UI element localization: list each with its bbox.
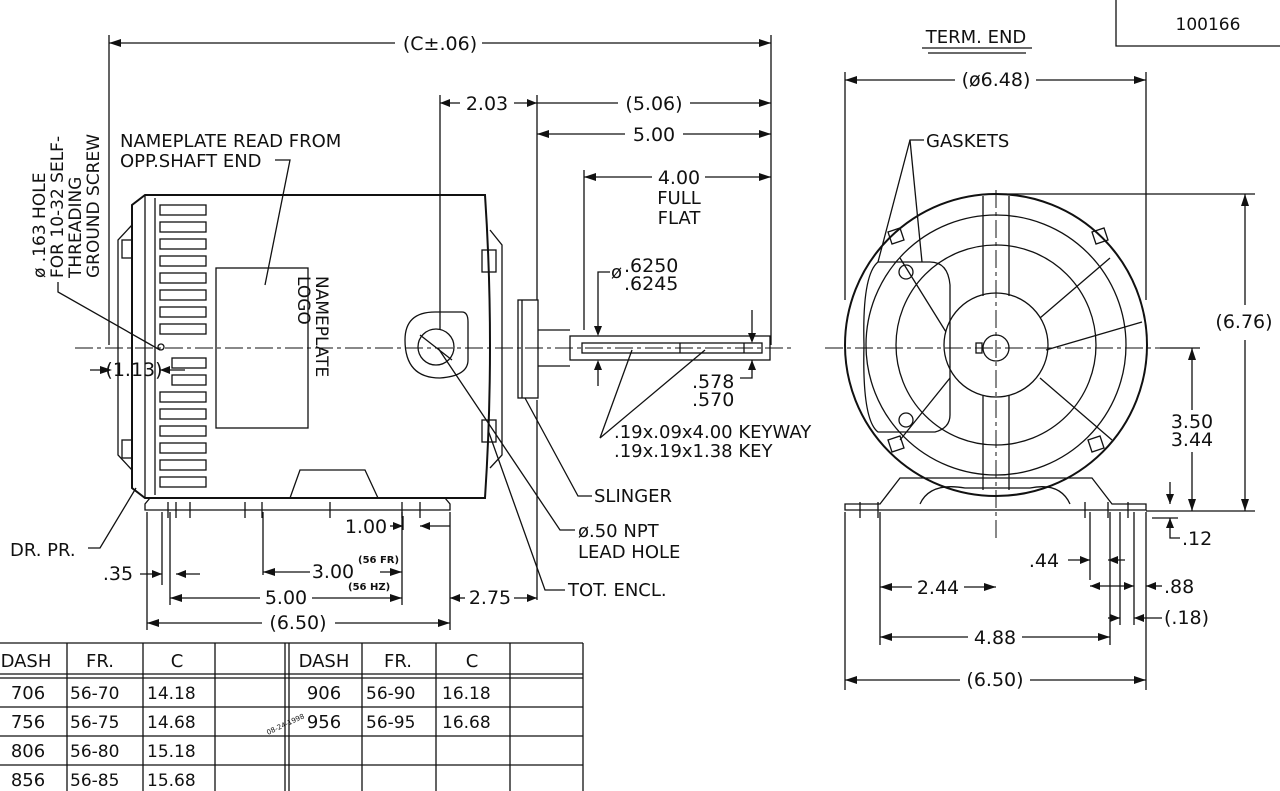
table-cell: 56-85 xyxy=(70,771,119,791)
dim-6-50: (6.50) xyxy=(966,669,1023,691)
shaft xyxy=(569,335,771,361)
ground-note-line2: FOR 10-32 SELF- xyxy=(48,136,68,278)
table-cell: 906 xyxy=(307,683,341,704)
table-header-fr-left: FR. xyxy=(86,651,114,672)
keyway-line2: .19x.19x1.38 KEY xyxy=(614,441,774,462)
dim-3-44: 3.44 xyxy=(1171,429,1213,451)
table-cell: 56-90 xyxy=(366,684,415,704)
drawing-number: 100166 xyxy=(1176,15,1241,35)
dim-2-75: 2.75 xyxy=(469,587,511,609)
terminal-box xyxy=(863,261,951,433)
table-cell: 14.68 xyxy=(147,713,196,733)
nameplate-label: NAMEPLATE xyxy=(311,276,331,377)
ground-note-line1: ø .163 HOLE xyxy=(30,173,50,278)
table-cell: 16.68 xyxy=(442,713,491,733)
motor-base xyxy=(144,469,451,518)
dr-pr-label: DR. PR. xyxy=(10,540,76,561)
shaft-dia-top: .6250 xyxy=(624,255,678,277)
dim-12: .12 xyxy=(1182,528,1212,550)
dim-overall-length: (C±.06) xyxy=(403,33,477,55)
end-view: TERM. END GASKETS xyxy=(825,27,1273,691)
table-cell: 706 xyxy=(11,683,45,704)
dim-2-44: 2.44 xyxy=(917,577,959,599)
side-view: NAMEPLATE LOGO xyxy=(10,33,812,634)
npt-line2: LEAD HOLE xyxy=(578,542,680,563)
dim-35: .35 xyxy=(103,563,133,585)
table-cell: 16.18 xyxy=(442,684,491,704)
table-cell: 15.68 xyxy=(147,771,196,791)
slinger-label: SLINGER xyxy=(594,486,672,507)
dim-44: .44 xyxy=(1029,550,1059,572)
shaft-dia-symbol: ø xyxy=(611,262,622,283)
ground-note-line4: GROUND SCREW xyxy=(84,134,104,278)
dim-4-00: 4.00 xyxy=(658,167,700,189)
table-cell: 56-75 xyxy=(70,713,119,733)
dim-2-03: 2.03 xyxy=(466,93,508,115)
dim-18: (.18) xyxy=(1164,607,1209,629)
note-56-fr: (56 FR) xyxy=(358,555,399,566)
tot-encl-label: TOT. ENCL. xyxy=(567,580,667,601)
table-header-dash-left: DASH xyxy=(1,651,52,672)
dim-88: .88 xyxy=(1164,576,1194,598)
table-cell: 56-70 xyxy=(70,684,119,704)
term-end-title: TERM. END xyxy=(925,27,1027,48)
table-cell: 56-80 xyxy=(70,742,119,762)
nameplate xyxy=(215,267,309,429)
dim-1-00: 1.00 xyxy=(345,516,387,538)
dim-1-13: (1.13) xyxy=(105,359,162,381)
table-cell: 956 xyxy=(307,712,341,733)
cooling-fins xyxy=(159,204,207,488)
shaft-dia-bottom: .6245 xyxy=(624,273,678,295)
keyway-line1: .19x.09x4.00 KEYWAY xyxy=(614,422,812,443)
gaskets-label: GASKETS xyxy=(926,131,1009,152)
dim-3-00: 3.00 xyxy=(312,561,354,583)
dim-5-00-shaft: 5.00 xyxy=(633,124,675,146)
dim-5-00-base: 5.00 xyxy=(265,587,307,609)
table-header-fr-right: FR. xyxy=(384,651,412,672)
table-cell: 56-95 xyxy=(366,713,415,733)
logo-label: LOGO xyxy=(293,276,313,325)
key-height-top: .578 xyxy=(692,371,734,393)
dash-table: DASH FR. C DASH FR. C 706 56-70 14.18 75… xyxy=(0,642,584,791)
table-header-dash-right: DASH xyxy=(299,651,350,672)
drawing-number-box: 100166 xyxy=(1115,0,1280,47)
ground-note-line3: THREADING xyxy=(66,177,86,279)
nameplate-note-line2: OPP.SHAFT END xyxy=(120,151,262,172)
table-cell: 15.18 xyxy=(147,742,196,762)
table-header-c-right: C xyxy=(466,651,479,672)
table-header-c-left: C xyxy=(171,651,184,672)
note-56-hz: (56 HZ) xyxy=(348,582,390,593)
table-cell: 856 xyxy=(11,770,45,791)
key-height-bottom: .570 xyxy=(692,389,734,411)
dim-6-76: (6.76) xyxy=(1215,311,1272,333)
dim-4-88: 4.88 xyxy=(974,627,1016,649)
npt-line1: ø.50 NPT xyxy=(578,521,660,542)
table-cell: 806 xyxy=(11,741,45,762)
conduit-box xyxy=(404,311,469,379)
table-cell: 14.18 xyxy=(147,684,196,704)
nameplate-note-line1: NAMEPLATE READ FROM xyxy=(120,131,341,152)
dim-dia: (ø6.48) xyxy=(962,69,1031,91)
dim-3-50: 3.50 xyxy=(1171,411,1213,433)
dim-5-06: (5.06) xyxy=(625,93,682,115)
full-label: FULL xyxy=(657,188,701,209)
dim-6-50-base: (6.50) xyxy=(269,612,326,634)
flat-label: FLAT xyxy=(658,208,702,229)
table-cell: 756 xyxy=(11,712,45,733)
